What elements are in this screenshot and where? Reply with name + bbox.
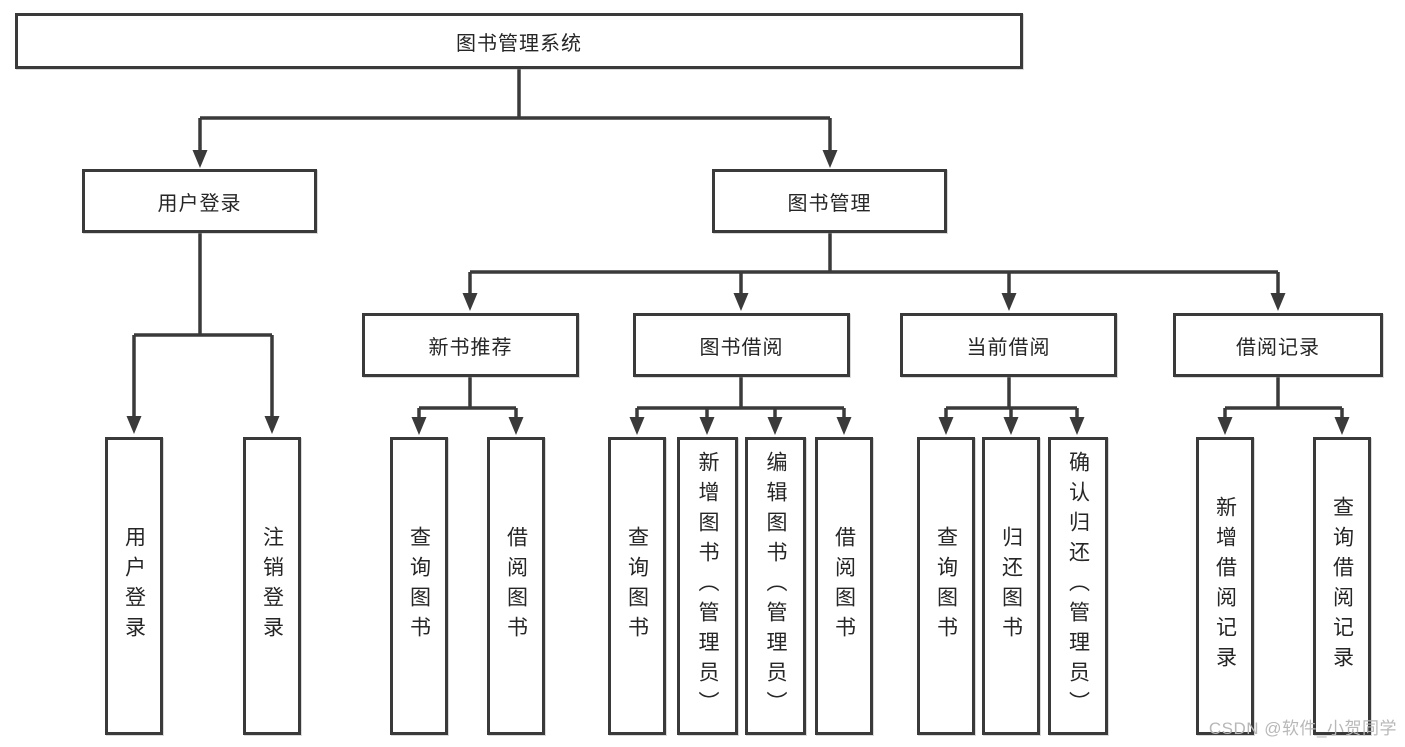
node-label: 查询图书 [625,526,649,646]
node-current-borrowing: 当前借阅 [900,313,1117,377]
node-label: 图书管理系统 [456,32,582,55]
leaf-query-books-current: 查询图书 [917,437,975,735]
node-label: 查询借阅记录 [1330,496,1354,676]
node-label: 借阅记录 [1236,336,1320,359]
leaf-logout: 注销登录 [243,437,301,735]
node-label: 查询图书 [934,526,958,646]
arrowheads [126,150,1350,435]
node-book-management: 图书管理 [712,169,947,233]
watermark: CSDN @软件_小贺同学 [1208,719,1397,738]
leaf-add-borrow-record: 新增借阅记录 [1196,437,1254,735]
leaf-query-borrow-record: 查询借阅记录 [1313,437,1371,735]
node-label: 图书管理 [787,192,872,215]
leaf-add-books-admin: 新增图书（管理员） [677,437,738,735]
leaf-return-books: 归还图书 [982,437,1040,735]
node-label: 借阅图书 [504,526,528,646]
node-book-borrowing: 图书借阅 [633,313,850,377]
node-label: 图书借阅 [699,336,784,359]
node-borrowing-records: 借阅记录 [1173,313,1383,377]
node-label: 新书推荐 [428,336,513,359]
node-new-book-recommend: 新书推荐 [362,313,579,377]
leaf-confirm-return-admin: 确认归还（管理员） [1048,437,1108,735]
leaf-borrow-books-recommend: 借阅图书 [487,437,545,735]
node-label: 新增借阅记录 [1213,496,1237,676]
leaf-user-login: 用户登录 [105,437,163,735]
node-label: 编辑图书（管理员） [764,451,787,721]
node-label: 用户登录 [157,192,242,215]
leaf-query-books-recommend: 查询图书 [390,437,448,735]
node-label: 新增图书（管理员） [696,451,719,721]
node-label: 归还图书 [999,526,1023,646]
node-root-system: 图书管理系统 [15,13,1023,69]
leaf-query-books-borrow: 查询图书 [608,437,666,735]
node-user-login: 用户登录 [82,169,317,233]
node-label: 确认归还（管理员） [1066,451,1090,721]
node-label: 借阅图书 [832,526,856,646]
leaf-edit-books-admin: 编辑图书（管理员） [745,437,806,735]
node-label: 注销登录 [260,526,284,646]
leaf-borrow-books: 借阅图书 [815,437,873,735]
node-label: 当前借阅 [966,336,1051,359]
node-label: 用户登录 [122,526,146,646]
node-label: 查询图书 [407,526,431,646]
